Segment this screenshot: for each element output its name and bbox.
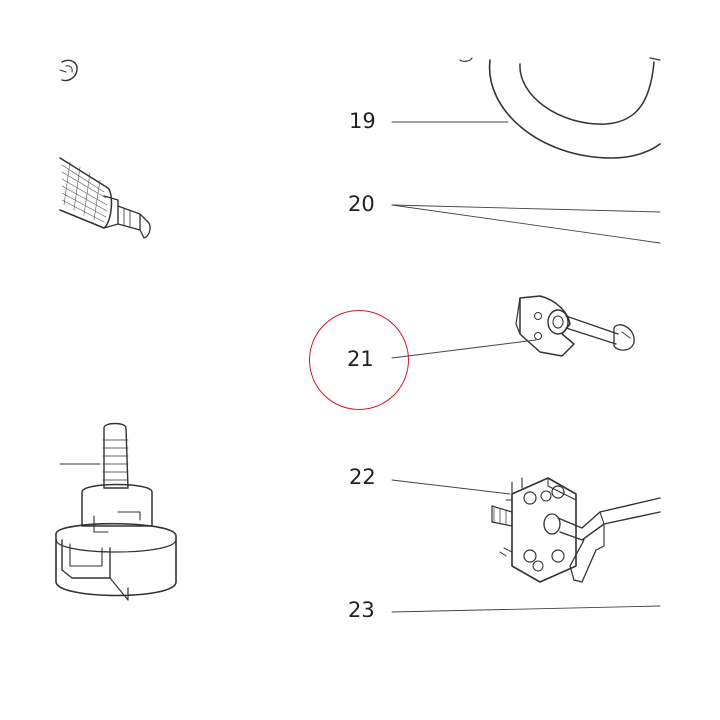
leader-lines — [391, 121, 661, 613]
leader-20a — [391, 204, 661, 213]
part-22-flange-pipe — [491, 477, 661, 583]
leader-22 — [391, 479, 511, 495]
slotted-base-fixture — [55, 422, 177, 601]
callout-21-highlight-ring — [309, 310, 409, 410]
knurled-handle-tool — [59, 157, 151, 239]
partial-fitting-top-left — [59, 59, 78, 82]
part-21-clamp-pin — [515, 295, 635, 357]
leader-20b — [391, 204, 661, 244]
leader-21 — [391, 339, 537, 359]
leader-23 — [391, 605, 661, 613]
callout-23: 23 — [348, 598, 375, 622]
callout-20: 20 — [348, 192, 375, 216]
callout-22: 22 — [349, 465, 376, 489]
callout-19: 19 — [349, 109, 376, 133]
part-19-ring — [459, 57, 661, 159]
callout-21[interactable]: 21 — [347, 347, 374, 371]
